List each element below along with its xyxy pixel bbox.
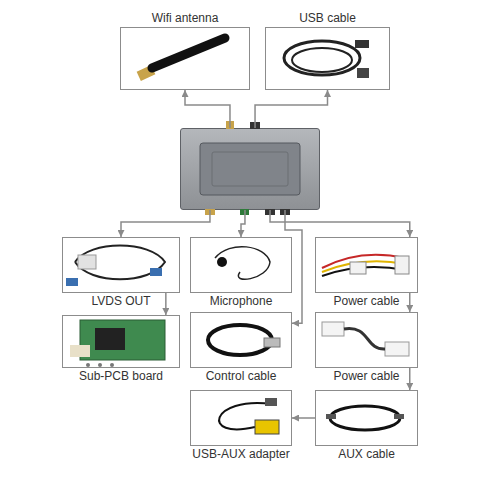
cable-coil — [284, 41, 360, 75]
connector-arrow — [409, 368, 411, 390]
lvds-wire — [75, 246, 165, 280]
connector-arrow — [121, 210, 210, 237]
part-label: Power cable — [333, 369, 399, 383]
connector-arrow — [241, 210, 245, 237]
usb-port — [250, 122, 260, 129]
part-box: AUX cable — [315, 390, 418, 446]
wire — [344, 329, 385, 349]
part-label: Control cable — [206, 369, 277, 383]
part-box: Microphone — [190, 237, 292, 293]
part-label: Microphone — [210, 294, 273, 308]
part-label: AUX cable — [338, 447, 395, 461]
part-box: Control cable — [190, 312, 292, 368]
part-label: USB-AUX adapter — [192, 447, 289, 461]
head-unit — [180, 128, 320, 210]
plug — [264, 338, 280, 347]
screw — [98, 363, 102, 367]
antenna-port — [226, 121, 234, 129]
part-box: Wifi antenna — [120, 27, 250, 90]
chip — [95, 328, 125, 350]
mic-wire — [215, 247, 270, 280]
control-port — [280, 209, 290, 215]
aux-plug — [394, 414, 404, 419]
connector-arrow — [292, 417, 315, 419]
cable-coil — [292, 48, 352, 72]
screw — [86, 363, 90, 367]
usb-plug — [355, 40, 369, 48]
wire — [322, 267, 405, 276]
part-box: Power cable — [315, 237, 418, 293]
wire — [322, 255, 405, 268]
part-box: USB cable — [265, 27, 390, 90]
harness-connector — [395, 256, 409, 274]
cable-coil — [330, 406, 400, 430]
mic-capsule — [217, 257, 227, 267]
usb-plug — [357, 68, 369, 78]
connector-arrow — [165, 293, 167, 315]
aux-plug — [326, 414, 336, 419]
usb-plug — [265, 398, 277, 406]
device-panel — [200, 143, 300, 195]
connector-arrow — [185, 90, 230, 128]
harness-connector — [322, 322, 344, 336]
part-label: LVDS OUT — [91, 294, 150, 308]
harness-connector — [350, 262, 366, 274]
pcb — [80, 320, 165, 360]
connector-arrow — [270, 210, 410, 237]
wire — [322, 261, 405, 272]
part-box: Power cable — [315, 312, 418, 368]
adapter-box — [255, 420, 279, 434]
part-label: Wifi antenna — [152, 11, 219, 25]
lvds-port — [205, 209, 215, 215]
antenna-rod — [152, 38, 225, 68]
cable-coil — [208, 325, 272, 355]
power-port — [265, 209, 275, 215]
ribbon — [70, 345, 90, 357]
screw — [110, 363, 114, 367]
antenna-connector — [137, 65, 156, 81]
lvds-module — [78, 255, 96, 269]
lvds-plug — [150, 268, 162, 276]
part-label: Power cable — [333, 294, 399, 308]
connector-arrow — [255, 90, 327, 128]
part-label: Sub-PCB board — [79, 369, 163, 383]
adapter-wire — [219, 403, 272, 429]
connector-arrow — [409, 293, 411, 312]
part-box: USB-AUX adapter — [190, 390, 292, 446]
lvds-plug — [66, 278, 78, 286]
connector-arrow — [285, 210, 302, 323]
part-label: USB cable — [299, 11, 356, 25]
part-box: Sub-PCB board — [62, 315, 180, 368]
device-panel-inset — [212, 152, 288, 186]
part-box: LVDS OUT — [62, 237, 180, 293]
mic-port — [240, 209, 249, 215]
harness-connector — [385, 342, 409, 356]
